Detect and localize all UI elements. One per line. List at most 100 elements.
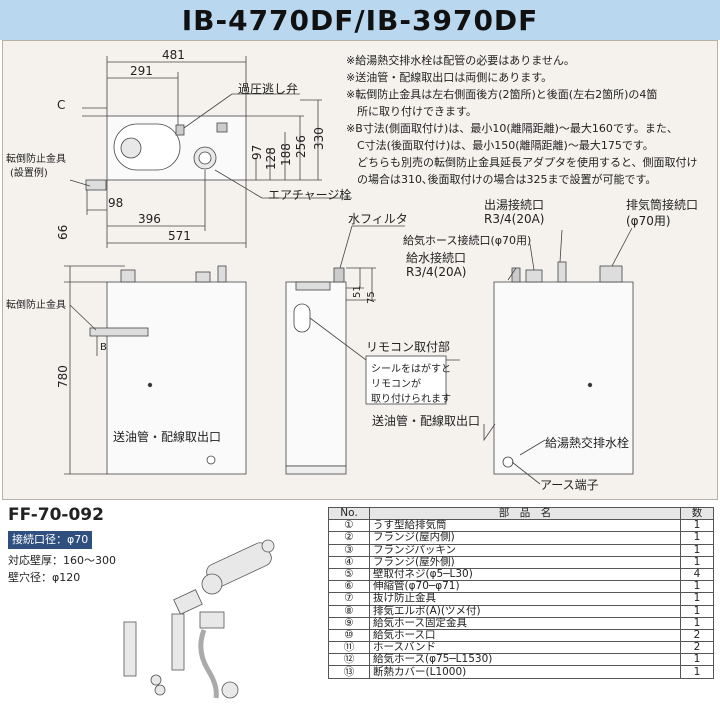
- intake-hose-label: 給気ホース接続口(φ70用): [403, 234, 532, 247]
- header-count: 数: [680, 506, 714, 521]
- header-name: 部 品 名: [369, 506, 681, 521]
- header-no: No.: [328, 506, 370, 521]
- part-name: ホースバンド: [369, 641, 681, 655]
- dim-481: 481: [162, 48, 185, 62]
- ff-spec-hole: 壁穴径：φ120: [8, 571, 81, 584]
- ff-spec-wall: 対応壁厚：160～300: [8, 554, 116, 567]
- dim-98: 98: [108, 196, 124, 210]
- part-name: フランジ(屋内側): [369, 531, 681, 545]
- part-count: 2: [680, 628, 714, 643]
- earth-terminal-label: アース端子: [540, 478, 599, 492]
- sticker-note-2: リモコンが: [371, 379, 421, 390]
- water-filter-label: 水フィルタ: [348, 212, 408, 226]
- part-name: 抜け防止金具: [369, 592, 681, 606]
- part-count: 1: [680, 653, 714, 667]
- sticker-note-3: 取り付けられます: [371, 394, 451, 405]
- part-count: 1: [680, 616, 714, 630]
- part-count: 1: [680, 555, 714, 569]
- note-line: 所に取り付けできます。: [346, 105, 477, 118]
- relief-valve-label: 過圧逃し弁: [238, 82, 299, 96]
- note-line: の場合は310､後面取付けの場合は325まで設置が可能です。: [346, 173, 657, 186]
- top-view-tank: [113, 123, 181, 171]
- rear-view-body: [493, 281, 634, 475]
- part-no: ⑦: [328, 592, 370, 606]
- part-name: 伸縮管(φ70─φ71): [369, 580, 681, 594]
- part-name: フランジパッキン: [369, 543, 681, 557]
- drain-valve-label: 給湯熱交排水栓: [545, 436, 630, 450]
- exhaust-size: (φ70用): [626, 214, 671, 228]
- part-name: 給気ホース固定金具: [369, 616, 681, 630]
- front-view-body: [106, 281, 247, 475]
- part-name: 壁取付ネジ(φ5─L30): [369, 567, 681, 582]
- part-count: 2: [680, 641, 714, 655]
- exhaust-port: [599, 265, 623, 283]
- part-name: フランジ(屋外側): [369, 555, 681, 569]
- part-name: 給気ホース(φ75─L1530): [369, 653, 681, 667]
- note-line: C寸法(後面取付け)は、最小150(離隔距離)～最大175です。: [346, 139, 654, 152]
- dim-571: 571: [168, 229, 191, 243]
- air-charge-label: エアチャージ栓: [268, 188, 352, 202]
- part-name: 給気ホース口: [369, 628, 681, 643]
- water-filter: [333, 267, 345, 283]
- part-count: 1: [680, 665, 714, 679]
- parts-table-header: No. 部 品 名 数: [328, 506, 714, 521]
- front-view-bracket: [89, 327, 149, 337]
- dim-396: 396: [138, 212, 161, 226]
- note-line: ※転倒防止金具は左右側面後方(2箇所)と後面(左右2箇所)の4箇: [346, 88, 658, 101]
- part-no: ⑤: [328, 567, 370, 582]
- part-count: 1: [680, 519, 714, 533]
- relief-valve: [175, 124, 185, 136]
- part-count: 1: [680, 592, 714, 606]
- bracket-label: 転倒防止金具: [6, 154, 66, 165]
- dim-b: B: [100, 342, 107, 353]
- dim-291: 291: [130, 64, 153, 78]
- note-line: どちらも別売の転倒防止金具延長アダプタを使用すると、側面取付け: [346, 156, 698, 169]
- part-no: ⑥: [328, 580, 370, 594]
- title-bar: IB-4770DF/IB-3970DF: [0, 0, 720, 40]
- remote-mount-label: リモコン取付部: [366, 340, 451, 354]
- part-no: ⑫: [328, 653, 370, 667]
- rear-outlet-label: 送油管・配線取出口: [372, 414, 481, 428]
- page-title: IB-4770DF/IB-3970DF: [181, 3, 539, 37]
- part-name: 排気エルボ(A)(ツメ付): [369, 604, 681, 618]
- part-count: 1: [680, 604, 714, 618]
- part-no: ①: [328, 519, 370, 533]
- part-no: ⑧: [328, 604, 370, 618]
- hot-out-size: R3/4(20A): [484, 212, 545, 226]
- note-line: ※B寸法(側面取付け)は、最小10(離隔距離)～最大160です。また、: [346, 122, 678, 135]
- part-no: ⑩: [328, 628, 370, 643]
- bracket-sub-label: (設置例): [10, 168, 48, 179]
- note-line: ※送油管・配線取出口は両側にあります。: [346, 71, 553, 84]
- ff-telescopic-pipe: [171, 613, 185, 671]
- part-no: ⑪: [328, 641, 370, 655]
- part-no: ④: [328, 555, 370, 569]
- sticker-note-1: シールをはがすと: [371, 364, 451, 375]
- top-view-port-left: [120, 137, 142, 159]
- part-no: ⑬: [328, 665, 370, 679]
- front-outlet-label: 送油管・配線取出口: [113, 430, 222, 444]
- part-no: ②: [328, 531, 370, 545]
- water-in-size: R3/4(20A): [406, 265, 467, 279]
- part-count: 1: [680, 531, 714, 545]
- ff-model-title: FF-70-092: [8, 505, 104, 525]
- part-name: 断熱カバー(L1000): [369, 665, 681, 679]
- water-in-label: 給水接続口: [406, 251, 467, 265]
- part-count: 4: [680, 567, 714, 582]
- part-no: ⑨: [328, 616, 370, 630]
- front-bracket-label: 転倒防止金具: [6, 300, 66, 311]
